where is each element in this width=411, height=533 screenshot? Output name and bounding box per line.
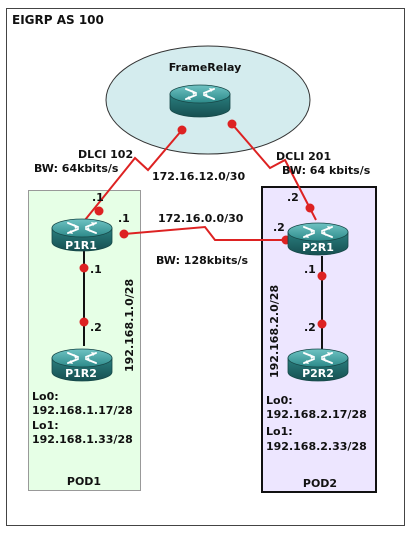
endpoint-p1r1-fr: [94, 206, 104, 216]
fr-p1-bw-label: BW: 64kbits/s: [34, 162, 119, 175]
pod2-lo0-label: Lo0:: [266, 394, 293, 407]
fr-p1-dlci-label: DLCI 102: [78, 148, 133, 161]
endpoint-p2r1-lan: [317, 271, 327, 281]
fr-p2-bw-label: BW: 64 kbits/s: [282, 164, 371, 177]
cloud-label: FrameRelay: [169, 61, 242, 74]
p1r1-lan-if-label: .1: [90, 263, 102, 276]
endpoint-fr-p2: [227, 119, 237, 129]
p1r2-label: P1R2: [65, 367, 97, 380]
endpoint-p2r2-lan: [317, 319, 327, 329]
pod2-lo1-address: 192.168.2.33/28: [266, 440, 367, 453]
p2r1-p1-if-label: .2: [273, 221, 285, 234]
pod2-lo0-address: 192.168.2.17/28: [266, 408, 367, 421]
eigrp-domain-border: [6, 8, 405, 526]
p1-p2-subnet-label: 172.16.0.0/30: [158, 212, 244, 225]
p1r1-fr-if-label: .1: [92, 191, 104, 204]
frame-relay-subnet-label: 172.16.12.0/30: [152, 170, 245, 183]
p1-p2-bw-label: BW: 128kbits/s: [156, 254, 249, 267]
p2r1-lan-if-label: .1: [304, 263, 316, 276]
p1r2-lan-if-label: .2: [90, 321, 102, 334]
frame-relay-router-icon[interactable]: [169, 84, 231, 118]
p2r1-label: P2R1: [302, 241, 334, 254]
p2r2-label: P2R2: [302, 367, 334, 380]
link-fr-p1r1: [84, 129, 183, 221]
diagram-title: EIGRP AS 100: [12, 13, 104, 27]
endpoint-fr-p1: [177, 125, 187, 135]
link-p1r1-p2r1: [123, 225, 286, 241]
endpoint-p1r1-p2: [119, 229, 129, 239]
pod1-lo1-address: 192.168.1.33/28: [32, 433, 133, 446]
pod2-lan-subnet-label: 192.168.2.0/28: [268, 285, 281, 378]
p2r2-lan-if-label: .2: [304, 321, 316, 334]
p1r1-label: P1R1: [65, 239, 97, 252]
pod1-lo1-label: Lo1:: [32, 419, 59, 432]
pod2-name: POD2: [303, 477, 337, 490]
pod1-lo0-label: Lo0:: [32, 390, 59, 403]
endpoint-p2r1-fr: [305, 203, 315, 213]
pod1-lo0-address: 192.168.1.17/28: [32, 404, 133, 417]
endpoint-p1r1-lan: [79, 263, 89, 273]
pod1-lan-subnet-label: 192.168.1.0/28: [123, 279, 136, 372]
fr-p2-dlci-label: DCLI 201: [276, 150, 331, 163]
link-fr-p2r1: [231, 123, 317, 221]
endpoint-p1r2-lan: [79, 317, 89, 327]
pod2-lo1-label: Lo1:: [266, 425, 293, 438]
p1r1-p2-if-label: .1: [118, 212, 130, 225]
p2r1-fr-if-label: .2: [287, 191, 299, 204]
pod1-name: POD1: [67, 475, 101, 488]
